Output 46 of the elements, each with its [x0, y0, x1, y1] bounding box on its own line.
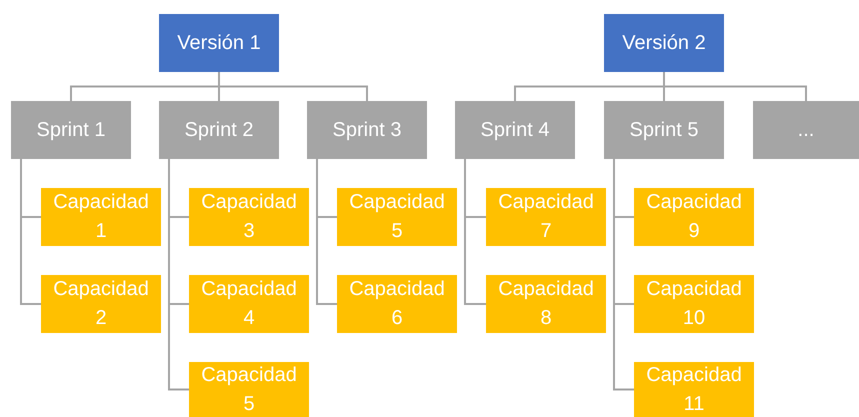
node-label: Capacidad 5 [200, 362, 298, 416]
connector-line [168, 159, 189, 390]
sprint-box [307, 101, 427, 159]
node-label: Sprint 2 [184, 118, 254, 142]
node-label: Capacidad 9 [645, 190, 743, 244]
node-label: Capacidad 2 [52, 277, 150, 331]
capability-box [189, 275, 309, 333]
version-box [159, 14, 279, 72]
node-label: Capacidad 8 [497, 277, 595, 331]
connector-line [20, 159, 41, 305]
node-label: ... [798, 118, 814, 142]
sprint-box [159, 101, 279, 159]
sprint-box [11, 101, 131, 159]
capability-box [189, 188, 309, 246]
node-label: Versión 2 [622, 30, 706, 56]
node-label: Versión 1 [177, 30, 261, 56]
node-label: Capacidad 5 [348, 190, 446, 244]
node-label: Sprint 4 [480, 118, 550, 142]
node-label: Capacidad 6 [348, 277, 446, 331]
node-label: Capacidad 3 [200, 190, 298, 244]
node-label: Sprint 1 [36, 118, 106, 142]
capability-box [41, 275, 161, 333]
connector-line [316, 159, 337, 305]
node-label: Capacidad 1 [52, 190, 150, 244]
node-label: Capacidad 4 [200, 277, 298, 331]
capability-box [486, 275, 606, 333]
capability-box [634, 362, 754, 417]
node-label: Capacidad 11 [645, 362, 743, 416]
connector-line [464, 159, 486, 305]
node-label: Capacidad 7 [497, 190, 595, 244]
capability-box [486, 188, 606, 246]
connector-line [663, 72, 807, 101]
capability-box [41, 188, 161, 246]
node-label: Sprint 5 [630, 118, 698, 142]
sprint-box [455, 101, 575, 159]
connector-line [613, 159, 634, 390]
sprint-box [604, 101, 724, 159]
version-box [604, 14, 724, 72]
node-label: Sprint 3 [332, 118, 402, 142]
capability-box [337, 275, 457, 333]
capability-box [189, 362, 309, 417]
capability-box [634, 188, 754, 246]
capability-box [634, 275, 754, 333]
sprint-box [753, 101, 859, 159]
capability-box [337, 188, 457, 246]
node-label: Capacidad 10 [645, 277, 743, 331]
